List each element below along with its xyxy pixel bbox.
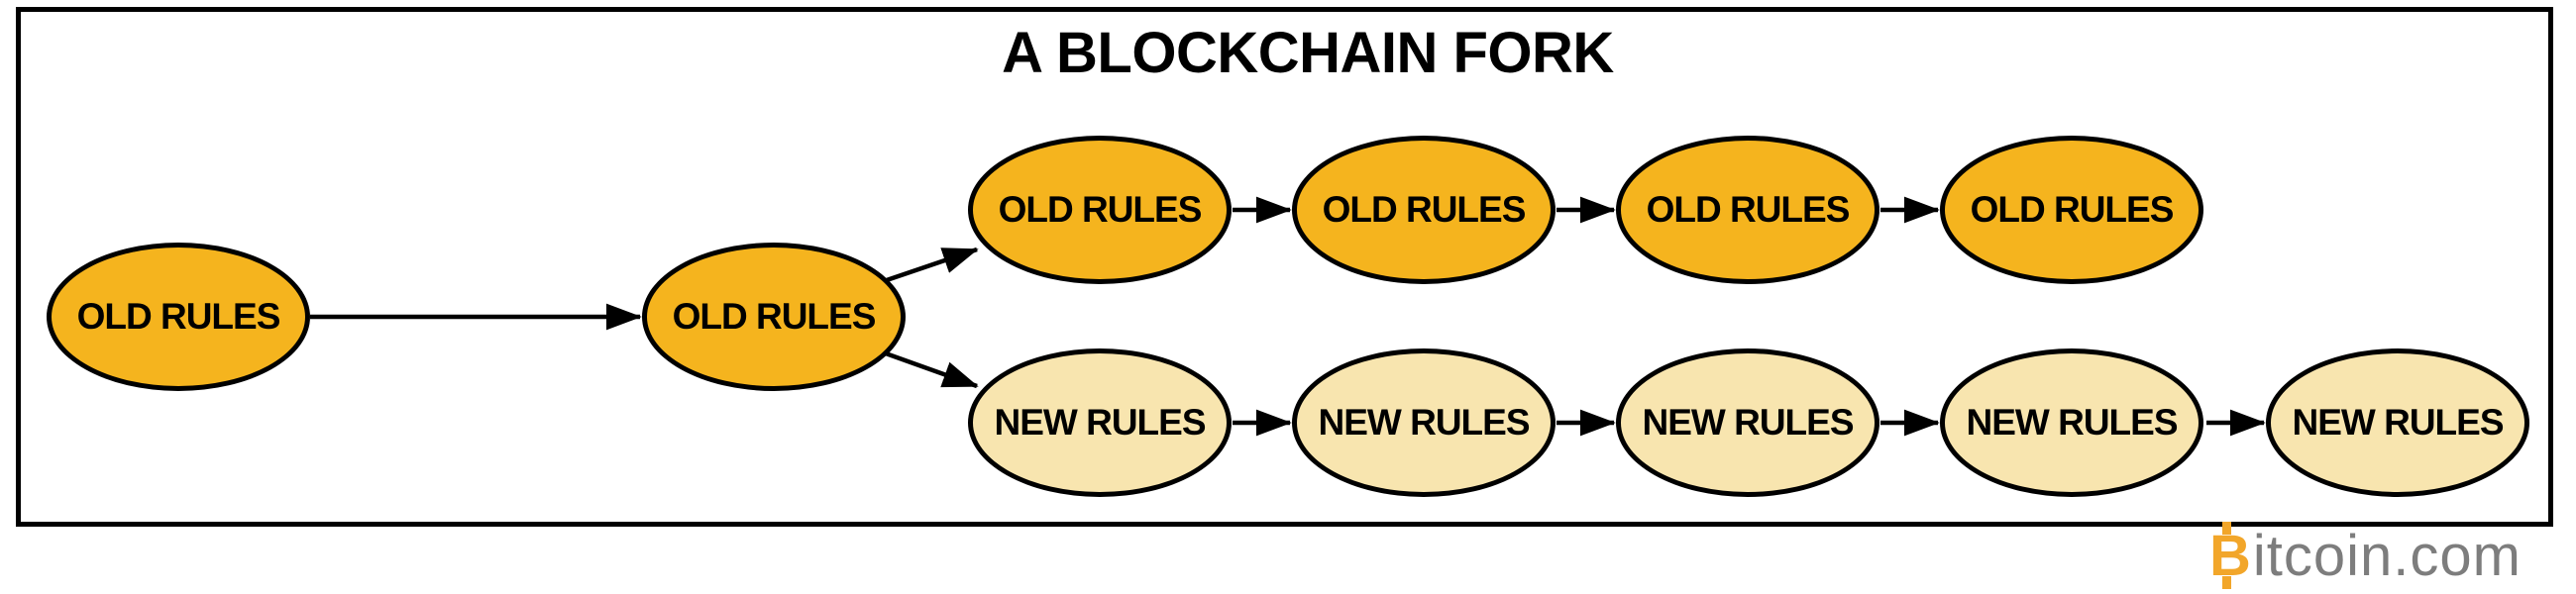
node-new-2: NEW RULES [1292, 348, 1556, 497]
node-new-5: NEW RULES [2266, 348, 2529, 497]
watermark-text: itcoin.com [2252, 524, 2522, 588]
edge-fork-to-new-1 [871, 346, 979, 389]
bitcoin-com-watermark: Bitcoin.com [2209, 522, 2522, 589]
node-old-2: OLD RULES [1292, 136, 1556, 284]
edge-fork-to-old-1 [871, 247, 979, 288]
node-old-4: OLD RULES [1940, 136, 2203, 284]
node-new-4: NEW RULES [1940, 348, 2203, 497]
node-fork-point: OLD RULES [642, 243, 906, 391]
node-new-1: NEW RULES [968, 348, 1232, 497]
node-genesis: OLD RULES [47, 243, 310, 391]
diagram-title: A BLOCKCHAIN FORK [1002, 21, 1614, 85]
node-old-3: OLD RULES [1616, 136, 1879, 284]
node-old-1: OLD RULES [968, 136, 1232, 284]
diagram-frame [16, 7, 2553, 527]
bitcoin-b-logo-icon: B [2209, 522, 2252, 589]
node-new-3: NEW RULES [1616, 348, 1879, 497]
